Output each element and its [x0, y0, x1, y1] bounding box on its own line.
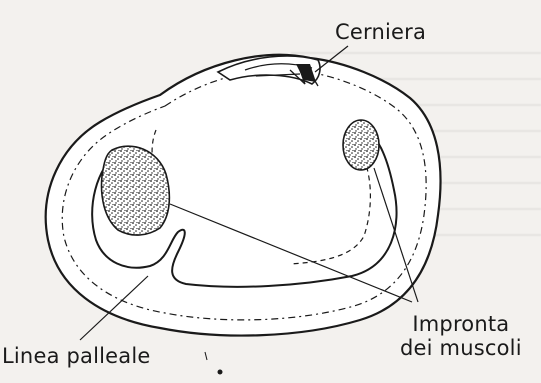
- muscle-scars-label-line1: Impronta: [400, 312, 522, 336]
- muscle-scars-label-line2: dei muscoli: [400, 336, 522, 360]
- hinge-label: Cerniera: [335, 20, 426, 44]
- stray-mark: [218, 370, 223, 375]
- pallial-line-label: Linea palleale: [2, 344, 151, 368]
- muscle-scars-label: Impronta dei muscoli: [400, 312, 522, 360]
- stray-tick: [205, 352, 207, 360]
- posterior-muscle-scar: [343, 120, 379, 170]
